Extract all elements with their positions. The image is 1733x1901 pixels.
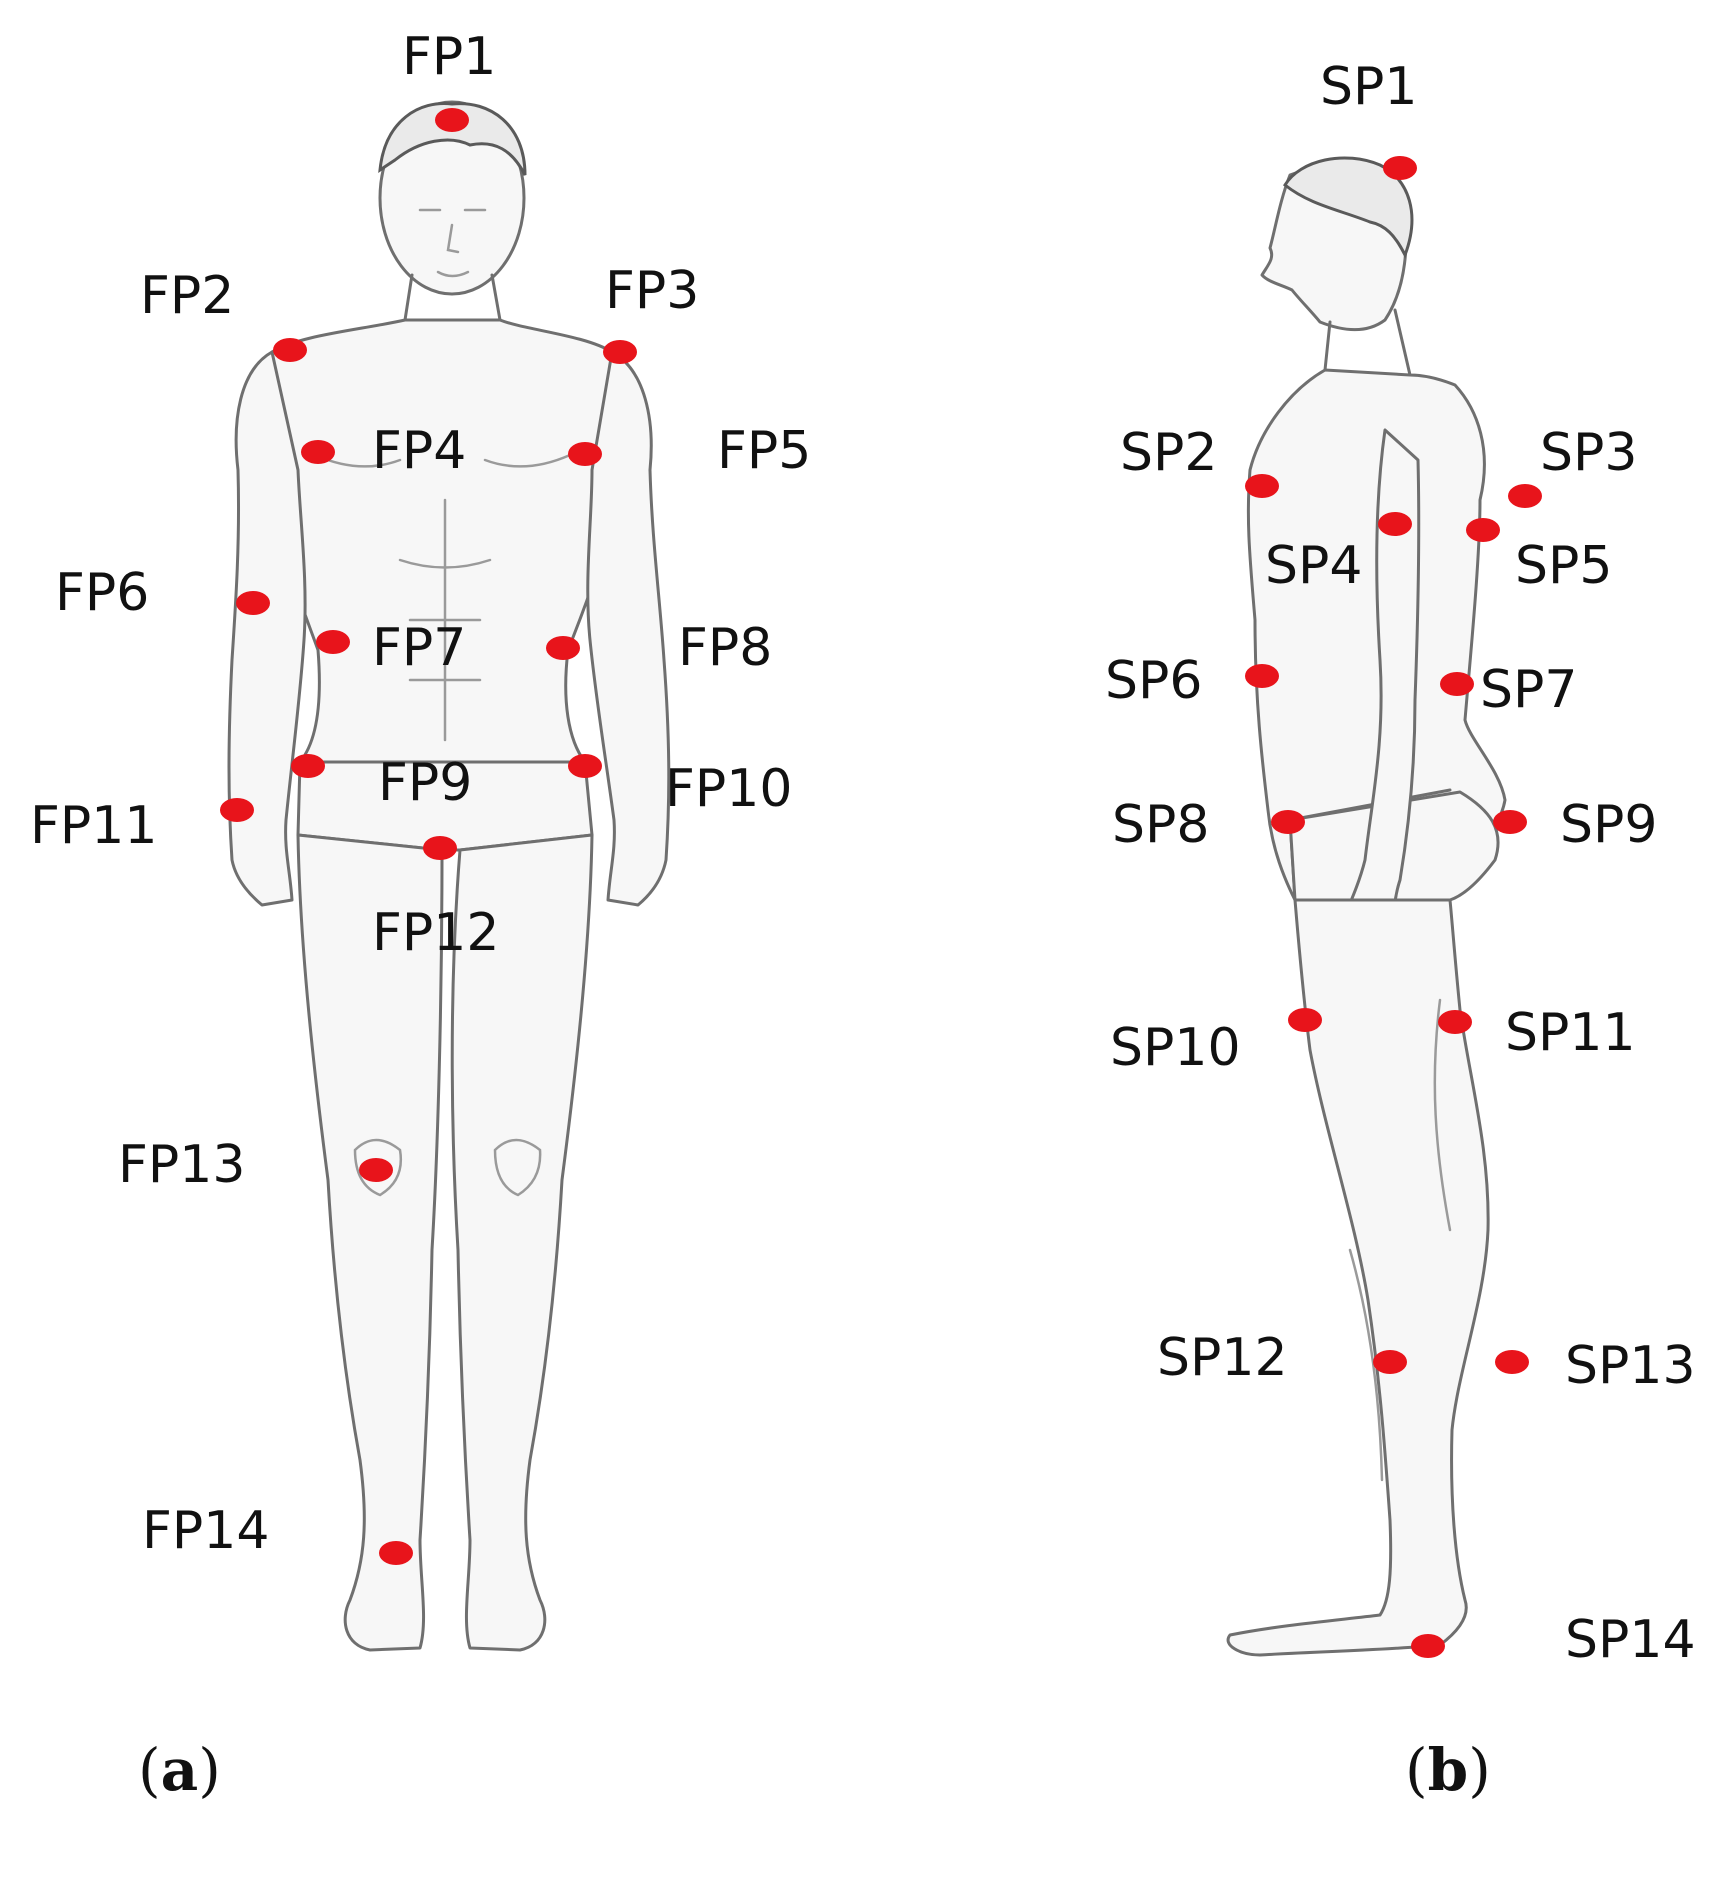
marker-fp11 <box>220 798 254 822</box>
marker-sp13 <box>1495 1350 1529 1374</box>
label-fp7: FP7 <box>372 618 466 678</box>
front-torso <box>255 318 631 764</box>
label-sp1: SP1 <box>1320 57 1417 117</box>
label-sp4: SP4 <box>1265 536 1362 596</box>
marker-sp1 <box>1383 156 1417 180</box>
marker-sp4 <box>1378 512 1412 536</box>
front-body-sketch <box>227 100 671 1652</box>
marker-sp7 <box>1440 672 1474 696</box>
marker-fp1 <box>435 108 469 132</box>
marker-fp2 <box>273 338 307 362</box>
front-arm-right <box>227 350 307 907</box>
front-torso-details <box>313 453 572 742</box>
side-hair <box>1283 156 1414 259</box>
caption-front: (a) <box>138 1736 221 1804</box>
label-sp10: SP10 <box>1110 1018 1241 1078</box>
marker-fp5 <box>568 442 602 466</box>
side-legs <box>1226 898 1490 1657</box>
measurement-markers <box>220 108 1542 1658</box>
label-sp11: SP11 <box>1505 1003 1636 1063</box>
label-sp12: SP12 <box>1157 1328 1288 1388</box>
marker-fp13 <box>359 1158 393 1182</box>
label-fp2: FP2 <box>140 266 234 326</box>
marker-sp3 <box>1508 484 1542 508</box>
side-neck <box>1323 308 1412 377</box>
label-fp5: FP5 <box>717 421 811 481</box>
label-fp11: FP11 <box>30 796 157 856</box>
front-arm-left <box>586 350 671 907</box>
label-fp4: FP4 <box>372 421 466 481</box>
label-fp9: FP9 <box>378 753 472 813</box>
marker-fp12 <box>423 836 457 860</box>
marker-sp11 <box>1438 1010 1472 1034</box>
marker-fp10 <box>568 754 602 778</box>
label-fp10: FP10 <box>665 759 792 819</box>
marker-fp8 <box>546 636 580 660</box>
label-fp8: FP8 <box>678 618 772 678</box>
label-fp3: FP3 <box>605 261 699 321</box>
label-sp14: SP14 <box>1565 1610 1696 1670</box>
marker-sp8 <box>1271 810 1305 834</box>
side-leg-details <box>1348 998 1452 1482</box>
caption-side: (b) <box>1405 1736 1491 1804</box>
marker-sp14 <box>1411 1634 1445 1658</box>
front-head <box>378 100 526 296</box>
label-sp2: SP2 <box>1120 423 1217 483</box>
marker-sp9 <box>1493 810 1527 834</box>
side-body-sketch <box>1226 156 1507 1657</box>
label-fp14: FP14 <box>142 1501 269 1561</box>
marker-sp2 <box>1245 474 1279 498</box>
marker-fp14 <box>379 1541 413 1565</box>
front-knees <box>353 1138 542 1197</box>
label-sp8: SP8 <box>1112 795 1209 855</box>
front-leg-right <box>296 833 444 1652</box>
front-neck <box>403 273 502 322</box>
marker-fp4 <box>301 440 335 464</box>
marker-sp5 <box>1466 518 1500 542</box>
label-sp6: SP6 <box>1105 651 1202 711</box>
label-sp3: SP3 <box>1540 423 1637 483</box>
label-sp7: SP7 <box>1480 660 1577 720</box>
label-fp6: FP6 <box>55 563 149 623</box>
marker-fp9 <box>291 754 325 778</box>
front-hair <box>378 102 527 176</box>
label-fp1: FP1 <box>402 27 496 87</box>
marker-fp7 <box>316 630 350 654</box>
front-face <box>418 208 487 278</box>
label-sp13: SP13 <box>1565 1336 1696 1396</box>
label-sp9: SP9 <box>1560 795 1657 855</box>
label-fp13: FP13 <box>118 1135 245 1195</box>
marker-sp12 <box>1373 1350 1407 1374</box>
marker-sp10 <box>1288 1008 1322 1032</box>
front-leg-left <box>450 833 594 1652</box>
marker-sp6 <box>1245 664 1279 688</box>
marker-fp6 <box>236 591 270 615</box>
label-sp5: SP5 <box>1515 536 1612 596</box>
label-fp12: FP12 <box>372 903 499 963</box>
marker-fp3 <box>603 340 637 364</box>
